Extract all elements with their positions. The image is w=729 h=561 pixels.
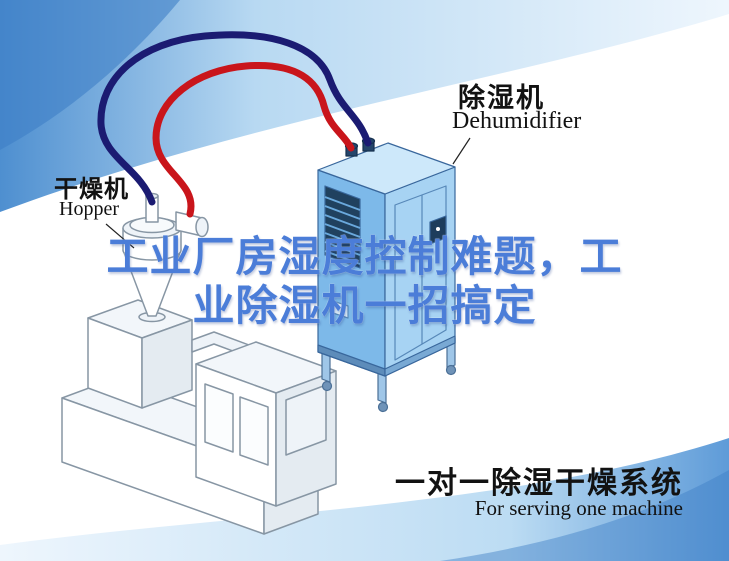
cabinet-panel-2 xyxy=(239,396,269,466)
wheel-icon xyxy=(445,364,457,376)
background-bottom-swoosh xyxy=(0,438,729,561)
dehumidifier-door xyxy=(394,185,447,361)
footer-label-zh: 一对一除湿干燥系统 xyxy=(395,467,683,500)
hoses xyxy=(97,31,372,218)
main-title-line2: 业除湿机一招搞定 xyxy=(192,281,537,329)
footer-label-en: For serving one machine xyxy=(474,496,683,520)
background-top-corner xyxy=(0,0,180,150)
cabinet-panel-1 xyxy=(204,383,234,453)
dehumidifier-legs xyxy=(321,337,457,413)
background-top-swoosh xyxy=(0,0,729,212)
dehumidifier-sticker xyxy=(329,299,349,319)
wheel-icon xyxy=(321,380,333,392)
dehumidifier-illustration xyxy=(317,137,457,413)
hopper-loader-cap xyxy=(195,216,209,238)
label-pointers xyxy=(105,137,471,249)
dehumidifier-pointer-line xyxy=(452,137,471,165)
main-title: 工业厂房湿度控制难题，工 业除湿机一招搞定 xyxy=(30,233,699,330)
hose-red xyxy=(152,61,355,218)
main-title-line1: 工业厂房湿度控制难题，工 xyxy=(106,233,623,280)
hose-navy xyxy=(97,31,372,206)
background-bottom-corner xyxy=(440,470,729,561)
extruder-machine-illustration xyxy=(61,192,337,535)
dehumidifier-base-strip-right xyxy=(384,335,456,377)
dehumidifier-vent-grille xyxy=(324,185,361,269)
wheel-icon xyxy=(377,401,389,413)
hopper-label-zh: 干燥机 xyxy=(54,176,129,203)
hopper-pointer-line xyxy=(105,223,135,249)
power-indicator-icon xyxy=(436,227,440,231)
dehumidifier-label-en: Dehumidifier xyxy=(452,108,582,134)
hopper-label-en: Hopper xyxy=(59,198,119,220)
dehumidifier-top-face xyxy=(317,142,456,195)
cabinet-panel-right xyxy=(285,384,327,456)
dehumidifier-label-zh: 除湿机 xyxy=(458,83,545,113)
gearbox-right xyxy=(141,319,193,409)
